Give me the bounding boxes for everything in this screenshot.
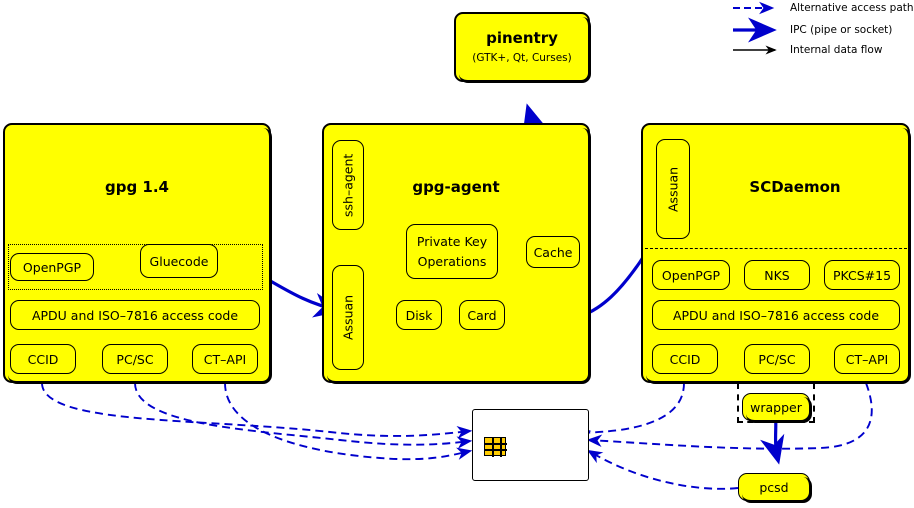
scdaemon-app-openpgp[interactable]: OpenPGP	[652, 260, 730, 290]
scdaemon-app-pkcs15[interactable]: PKCS#15	[824, 260, 900, 290]
scdaemon-driver-ccid-label: CCID	[669, 351, 701, 367]
legend-label-ipc: IPC (pipe or socket)	[790, 24, 893, 36]
gpg-driver-ccid-label: CCID	[27, 351, 59, 367]
scdaemon-app-nks-label: NKS	[764, 267, 790, 283]
private-key-ops-line2: Operations	[417, 253, 487, 269]
gpg-apdu-box[interactable]: APDU and ISO–7816 access code	[10, 300, 260, 330]
gpg-driver-pcsc-label: PC/SC	[116, 351, 154, 367]
gpg-openpgp-box[interactable]: OpenPGP	[10, 253, 94, 281]
scdaemon-app-pkcs15-label: PKCS#15	[832, 267, 892, 283]
gpg-agent-cache-box[interactable]: Cache	[526, 236, 580, 268]
gpg-gluecode-box[interactable]: Gluecode	[140, 244, 218, 278]
wrapper-label: wrapper	[750, 399, 802, 415]
scdaemon-driver-ctapi-label: CT–API	[845, 351, 889, 367]
gpg-agent-private-key-operations-box[interactable]: Private Key Operations	[406, 224, 498, 279]
gpg-driver-pcsc[interactable]: PC/SC	[102, 344, 168, 374]
gpg-driver-ctapi-label: CT–API	[203, 351, 247, 367]
gpg-agent-card-label: Card	[467, 307, 497, 323]
gpg-agent-disk-label: Disk	[405, 307, 433, 323]
scdaemon-assuan-box[interactable]: Assuan	[656, 139, 690, 239]
gpg-agent-assuan-label: Assuan	[340, 294, 356, 341]
gpg-title: gpg 1.4	[104, 178, 169, 196]
legend-label-internal-data-flow: Internal data flow	[790, 44, 883, 56]
pinentry-box[interactable]: pinentry (GTK+, Qt, Curses)	[454, 12, 591, 83]
smartcard-chip-icon	[484, 437, 507, 457]
scdaemon-app-openpgp-label: OpenPGP	[661, 267, 721, 283]
pinentry-subtitle: (GTK+, Qt, Curses)	[472, 52, 572, 65]
private-key-ops-line1: Private Key	[416, 234, 488, 250]
gpg-agent-cache-label: Cache	[533, 244, 573, 260]
scdaemon-app-nks[interactable]: NKS	[744, 260, 810, 290]
altpath-gpg-ccid-to-card	[41, 382, 473, 439]
scdaemon-apdu-label: APDU and ISO–7816 access code	[672, 307, 880, 323]
gpg-agent-ssh-agent-label: ssh–agent	[340, 153, 356, 217]
scdaemon-assuan-label: Assuan	[665, 166, 681, 212]
wrapper-box[interactable]: wrapper	[742, 393, 812, 423]
gpg-agent-assuan-box[interactable]: Assuan	[332, 265, 364, 370]
gpg-apdu-label: APDU and ISO–7816 access code	[31, 307, 239, 323]
scdaemon-title: SCDaemon	[749, 178, 841, 196]
gpg-agent-ssh-agent-box[interactable]: ssh–agent	[332, 140, 364, 230]
gpg-agent-title: gpg-agent	[412, 178, 500, 196]
pcsd-label: pcsd	[759, 479, 789, 495]
gpg-agent-disk-box[interactable]: Disk	[396, 300, 442, 330]
gpg-driver-ccid[interactable]: CCID	[10, 344, 76, 374]
scdaemon-driver-pcsc-label: PC/SC	[758, 351, 796, 367]
gpg-openpgp-label: OpenPGP	[22, 259, 82, 275]
altpath-scd-ctapi-to-card	[586, 382, 873, 450]
scdaemon-driver-ctapi[interactable]: CT–API	[834, 344, 900, 374]
legend-label-alternative-access-paths: Alternative access paths	[790, 2, 914, 14]
scdaemon-driver-ccid[interactable]: CCID	[652, 344, 718, 374]
altpath-gpg-ctapi-to-card	[224, 382, 473, 461]
gpg-agent-card-box[interactable]: Card	[459, 300, 505, 330]
scdaemon-driver-pcsc[interactable]: PC/SC	[744, 344, 810, 374]
gpg-driver-ctapi[interactable]: CT–API	[192, 344, 258, 374]
scdaemon-divider	[645, 248, 907, 249]
pcsd-box[interactable]: pcsd	[738, 473, 812, 503]
gpg-gluecode-label: Gluecode	[149, 253, 209, 269]
altpath-gpg-pcsc-to-card	[134, 382, 473, 449]
altpath-pcsd-to-card	[587, 449, 739, 490]
scdaemon-apdu-box[interactable]: APDU and ISO–7816 access code	[652, 300, 900, 330]
pinentry-title: pinentry	[486, 29, 558, 48]
